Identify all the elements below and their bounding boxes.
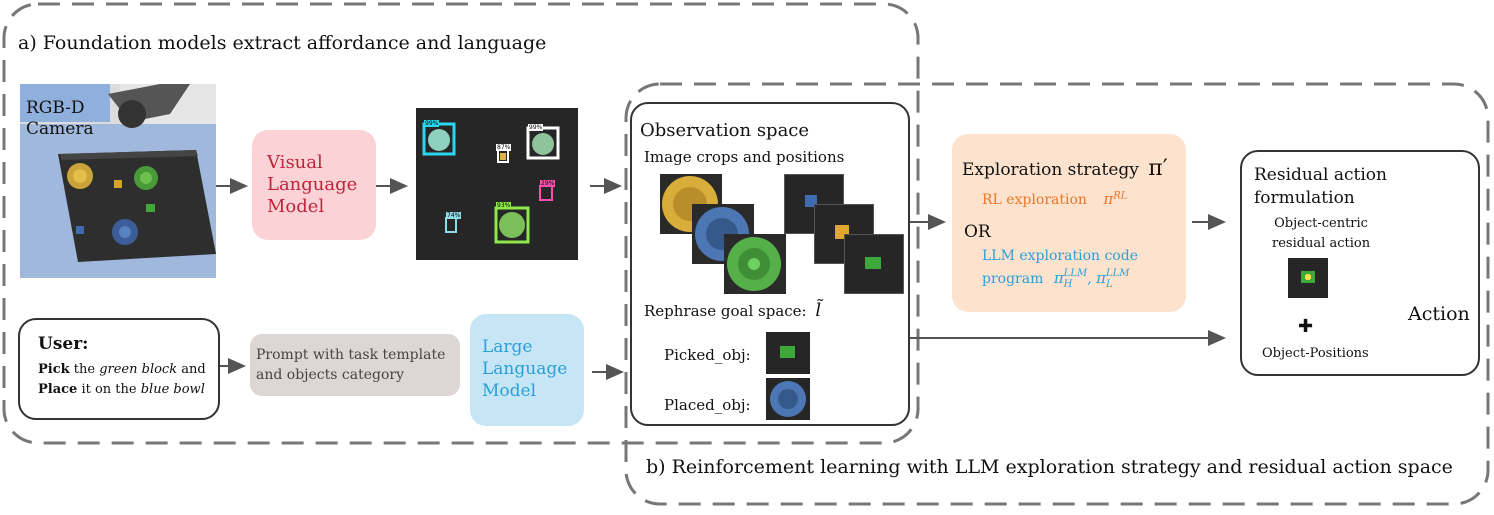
user-line1-end: and <box>177 362 206 377</box>
user-line1: Pick the green block and <box>38 362 206 377</box>
user-line1-italic: green block <box>99 362 178 377</box>
exploration-title-text: Exploration strategy <box>962 160 1139 180</box>
camera-label-line1: RGB-D <box>26 98 85 118</box>
plus-icon: ✚ <box>1298 316 1314 337</box>
panel-b-caption: b) Reinforcement learning with LLM explo… <box>646 456 1453 478</box>
llm-symbol-l-sub: L <box>1105 279 1113 290</box>
detection-label-6: 93% <box>496 202 512 209</box>
observation-title: Observation space <box>640 120 810 141</box>
residual-title-line2: formulation <box>1254 188 1355 208</box>
panel-b-outline <box>624 82 1490 506</box>
user-line2-italic: blue bowl <box>140 382 205 397</box>
camera-label: RGB-D Camera <box>26 98 94 140</box>
vlm-line3: Model <box>267 196 325 217</box>
user-title: User: <box>38 334 89 354</box>
detection-label-3: 87% <box>496 144 512 151</box>
prompt-line2: and objects category <box>256 367 404 383</box>
exploration-box: Exploration strategy π′ RL exploration π… <box>952 134 1186 312</box>
camera-scene-image <box>20 84 216 278</box>
rl-exploration: RL exploration πRL <box>982 190 1127 208</box>
llm-exploration-line1: LLM exploration code <box>982 248 1138 264</box>
residual-sub-line2: residual action <box>1272 236 1371 251</box>
detection-label-4: 29% <box>540 180 556 187</box>
exploration-title-symbol: π′ <box>1148 156 1168 181</box>
crop-green-bowl <box>724 234 786 294</box>
residual-title-line1: Residual action <box>1254 165 1387 185</box>
camera-label-line2: Camera <box>26 119 94 139</box>
goal-label: Rephrase goal space: l̃ <box>644 300 821 321</box>
llm-program-text: program <box>982 271 1044 287</box>
crop-green-block <box>844 234 904 294</box>
exploration-title: Exploration strategy π′ <box>962 156 1168 181</box>
llm-line3: Model <box>482 381 537 401</box>
placed-label: Placed_obj: <box>664 396 751 414</box>
detection-image: 99% 99% 87% 29% 74% 93% <box>416 108 578 260</box>
llm-box: Large Language Model <box>470 314 584 426</box>
residual-subtitle: Object-centric residual action <box>1272 214 1370 254</box>
prompt-box: Prompt with task template and objects ca… <box>250 334 460 396</box>
user-line1-mid: the <box>69 362 100 377</box>
llm-symbol-l: π <box>1096 269 1106 287</box>
user-line2: Place it on the blue bowl <box>38 382 205 397</box>
observation-box: Observation space Image crops and positi… <box>630 102 910 426</box>
action-label: Action <box>1408 303 1470 325</box>
prompt-line1: Prompt with task template <box>256 347 446 363</box>
detection-label-1: 99% <box>424 120 440 127</box>
residual-title: Residual action formulation <box>1254 164 1387 210</box>
llm-symbol-h-sub: H <box>1063 279 1073 290</box>
detection-label-2: 99% <box>528 124 544 131</box>
vlm-line2: Language <box>267 174 358 195</box>
rl-symbol: π <box>1103 190 1114 208</box>
or-label: OR <box>964 222 991 242</box>
llm-symbol-h: π <box>1053 269 1064 287</box>
llm-symbol-h-sup: LLM <box>1063 268 1088 279</box>
residual-action-image <box>1288 258 1328 298</box>
rl-exploration-text: RL exploration <box>982 192 1087 208</box>
picked-label: Picked_obj: <box>664 346 751 364</box>
user-box: User: Pick the green block and Place it … <box>18 318 220 420</box>
llm-line1: Large <box>482 337 533 357</box>
panel-a-caption: a) Foundation models extract affordance … <box>18 32 547 54</box>
picked-obj-image <box>766 332 810 374</box>
llm-line2: Language <box>482 359 568 379</box>
vlm-line1: Visual <box>267 152 323 173</box>
user-line2-bold: Place <box>38 382 78 397</box>
goal-symbol: l̃ <box>815 300 822 321</box>
residual-sub-line1: Object-centric <box>1274 216 1368 231</box>
placed-obj-image <box>766 378 810 420</box>
goal-label-text: Rephrase goal space: <box>644 302 807 320</box>
rl-symbol-sup: RL <box>1113 190 1128 202</box>
detection-label-5: 74% <box>446 212 462 219</box>
user-line2-mid: it on the <box>77 382 141 397</box>
llm-symbol-l-sup: LLM <box>1105 268 1130 279</box>
object-positions-label: Object-Positions <box>1262 346 1369 361</box>
user-line1-bold: Pick <box>38 362 70 377</box>
crops-label: Image crops and positions <box>644 148 845 166</box>
panel-a-outline <box>2 2 920 445</box>
vlm-box: Visual Language Model <box>252 130 376 240</box>
residual-box: Residual action formulation Object-centr… <box>1240 150 1480 376</box>
